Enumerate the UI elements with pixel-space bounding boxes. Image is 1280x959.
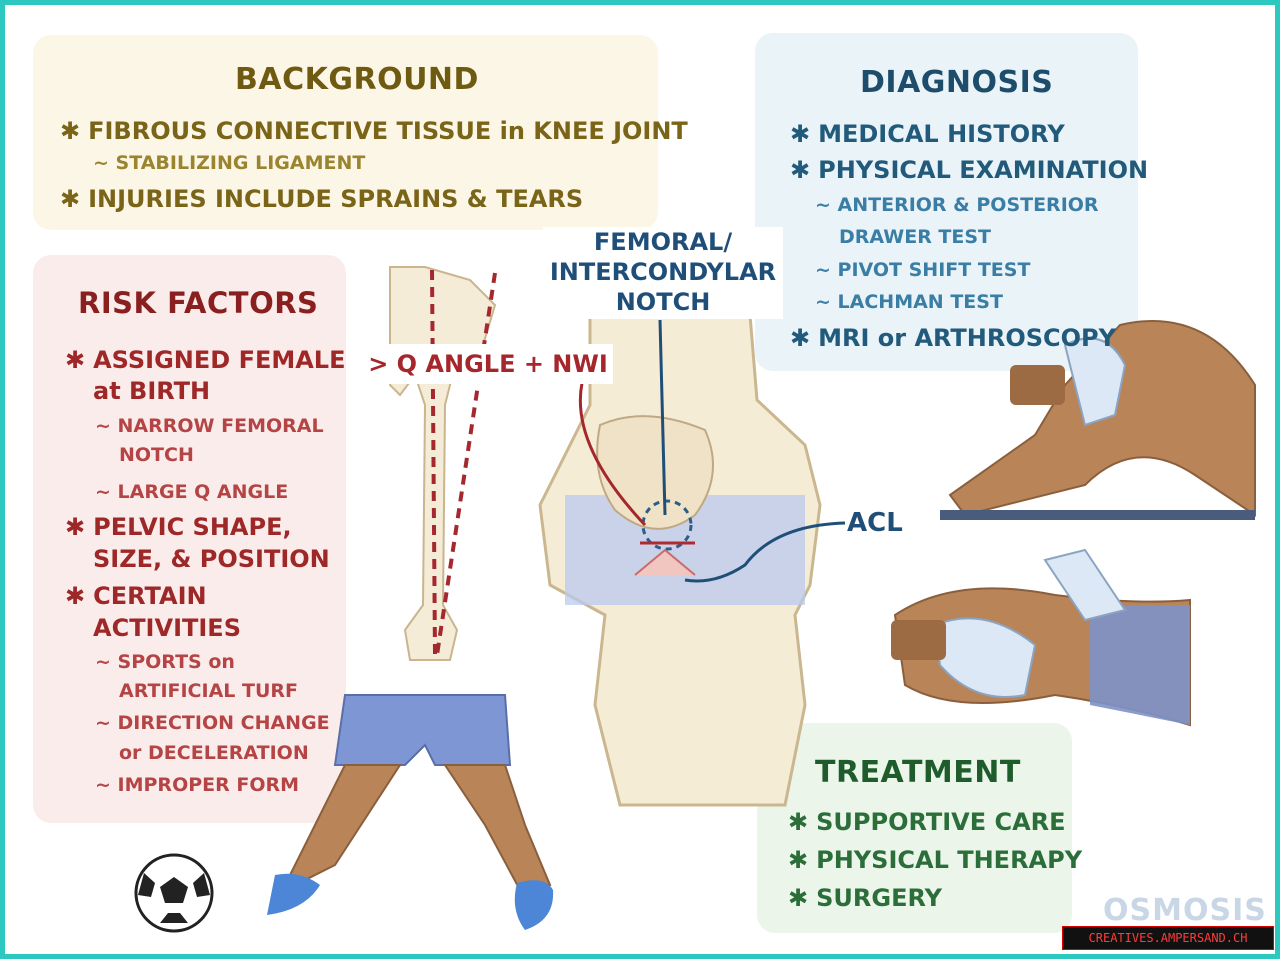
diagnosis-item-1-text: MEDICAL HISTORY xyxy=(818,120,1065,148)
lachman-illustration xyxy=(891,548,1191,727)
bullet-icon: ✱ xyxy=(790,324,811,352)
notch-label-line3: NOTCH xyxy=(615,288,711,316)
bullet-icon: ✱ xyxy=(790,120,811,148)
diagnosis-sub-1-line1: ~ ANTERIOR & POSTERIOR xyxy=(815,194,1099,216)
background-item-1: ✱FIBROUS CONNECTIVE TISSUE in KNEE JOINT xyxy=(60,117,688,145)
risk-item-1-line1: ✱ASSIGNED FEMALE xyxy=(65,346,346,374)
diagnosis-sub-3: ~ LACHMAN TEST xyxy=(815,291,1003,313)
risk-sub-1-line2: NOTCH xyxy=(119,444,194,466)
background-item-1-text: FIBROUS CONNECTIVE TISSUE in KNEE JOINT xyxy=(88,117,688,145)
risk-item-3-line2: ACTIVITIES xyxy=(93,614,241,642)
risk-factors-title: RISK FACTORS xyxy=(78,286,319,320)
diagnosis-sub-1-line2: DRAWER TEST xyxy=(839,226,992,248)
risk-item-3-text: CERTAIN xyxy=(93,582,207,610)
diagnosis-panel xyxy=(755,33,1138,371)
notch-label-line2: INTERCONDYLAR xyxy=(549,258,777,286)
notch-label: FEMORAL/ INTERCONDYLAR NOTCH xyxy=(543,227,783,319)
treatment-item-1-text: SUPPORTIVE CARE xyxy=(816,808,1066,836)
bullet-icon: ✱ xyxy=(65,513,86,541)
knee-joint-illustration xyxy=(538,313,822,807)
risk-sub-2: ~ LARGE Q ANGLE xyxy=(95,481,289,503)
risk-sub-4-line1: ~ DIRECTION CHANGE xyxy=(95,712,330,734)
risk-item-1-text: ASSIGNED FEMALE xyxy=(93,346,346,374)
treatment-item-3: ✱SURGERY xyxy=(788,884,942,912)
bullet-icon: ✱ xyxy=(790,156,811,184)
background-title: BACKGROUND xyxy=(235,62,479,97)
diagnosis-item-2-text: PHYSICAL EXAMINATION xyxy=(818,156,1149,184)
risk-item-1-line2: at BIRTH xyxy=(93,377,211,405)
risk-item-2-line2: SIZE, & POSITION xyxy=(93,545,330,573)
bullet-icon: ✱ xyxy=(65,582,86,610)
exam-leg-illustration xyxy=(940,320,1256,520)
watermark: CREATIVES.AMPERSAND.CH xyxy=(1062,926,1274,950)
bullet-icon: ✱ xyxy=(788,884,809,912)
risk-item-2-text: PELVIC SHAPE, xyxy=(93,513,292,541)
diagnosis-title: DIAGNOSIS xyxy=(860,65,1054,100)
background-item-2: ✱INJURIES INCLUDE SPRAINS & TEARS xyxy=(60,185,583,213)
osmosis-logo: OSMOSIS xyxy=(1103,893,1267,928)
risk-item-2-line1: ✱PELVIC SHAPE, xyxy=(65,513,292,541)
diagnosis-item-3: ✱MRI or ARTHROSCOPY xyxy=(790,324,1116,352)
background-panel xyxy=(33,35,658,230)
treatment-item-2-text: PHYSICAL THERAPY xyxy=(816,846,1083,874)
bullet-icon: ✱ xyxy=(65,346,86,374)
background-item-2-text: INJURIES INCLUDE SPRAINS & TEARS xyxy=(88,185,584,213)
risk-sub-4-line2: or DECELERATION xyxy=(119,742,309,764)
diagnosis-item-2: ✱PHYSICAL EXAMINATION xyxy=(790,156,1148,184)
treatment-item-1: ✱SUPPORTIVE CARE xyxy=(788,808,1066,836)
treatment-title: TREATMENT xyxy=(815,755,1021,790)
diagnosis-item-3-text: MRI or ARTHROSCOPY xyxy=(818,324,1117,352)
risk-sub-5: ~ IMPROPER FORM xyxy=(95,774,300,796)
diagnosis-item-1: ✱MEDICAL HISTORY xyxy=(790,120,1065,148)
risk-sub-3-line1: ~ SPORTS on xyxy=(95,651,235,673)
treatment-item-2: ✱PHYSICAL THERAPY xyxy=(788,846,1082,874)
treatment-panel xyxy=(757,723,1072,933)
leg-illustration xyxy=(267,694,554,930)
bullet-icon: ✱ xyxy=(60,185,81,213)
risk-item-3-line1: ✱CERTAIN xyxy=(65,582,207,610)
bullet-icon: ✱ xyxy=(788,808,809,836)
femur-illustration xyxy=(389,266,497,661)
risk-sub-1-line1: ~ NARROW FEMORAL xyxy=(95,415,324,437)
risk-factors-panel xyxy=(33,255,346,823)
diagnosis-sub-2: ~ PIVOT SHIFT TEST xyxy=(815,259,1031,281)
notch-label-line1: FEMORAL/ xyxy=(593,228,733,256)
q-angle-label: > Q ANGLE + NWI xyxy=(363,344,613,384)
acl-label: ACL xyxy=(847,508,903,538)
treatment-item-3-text: SURGERY xyxy=(816,884,943,912)
bullet-icon: ✱ xyxy=(60,117,81,145)
risk-sub-3-line2: ARTIFICIAL TURF xyxy=(119,680,298,702)
soccer-ball-icon xyxy=(134,853,214,933)
background-item-1-sub: ~ STABILIZING LIGAMENT xyxy=(93,152,366,174)
bullet-icon: ✱ xyxy=(788,846,809,874)
